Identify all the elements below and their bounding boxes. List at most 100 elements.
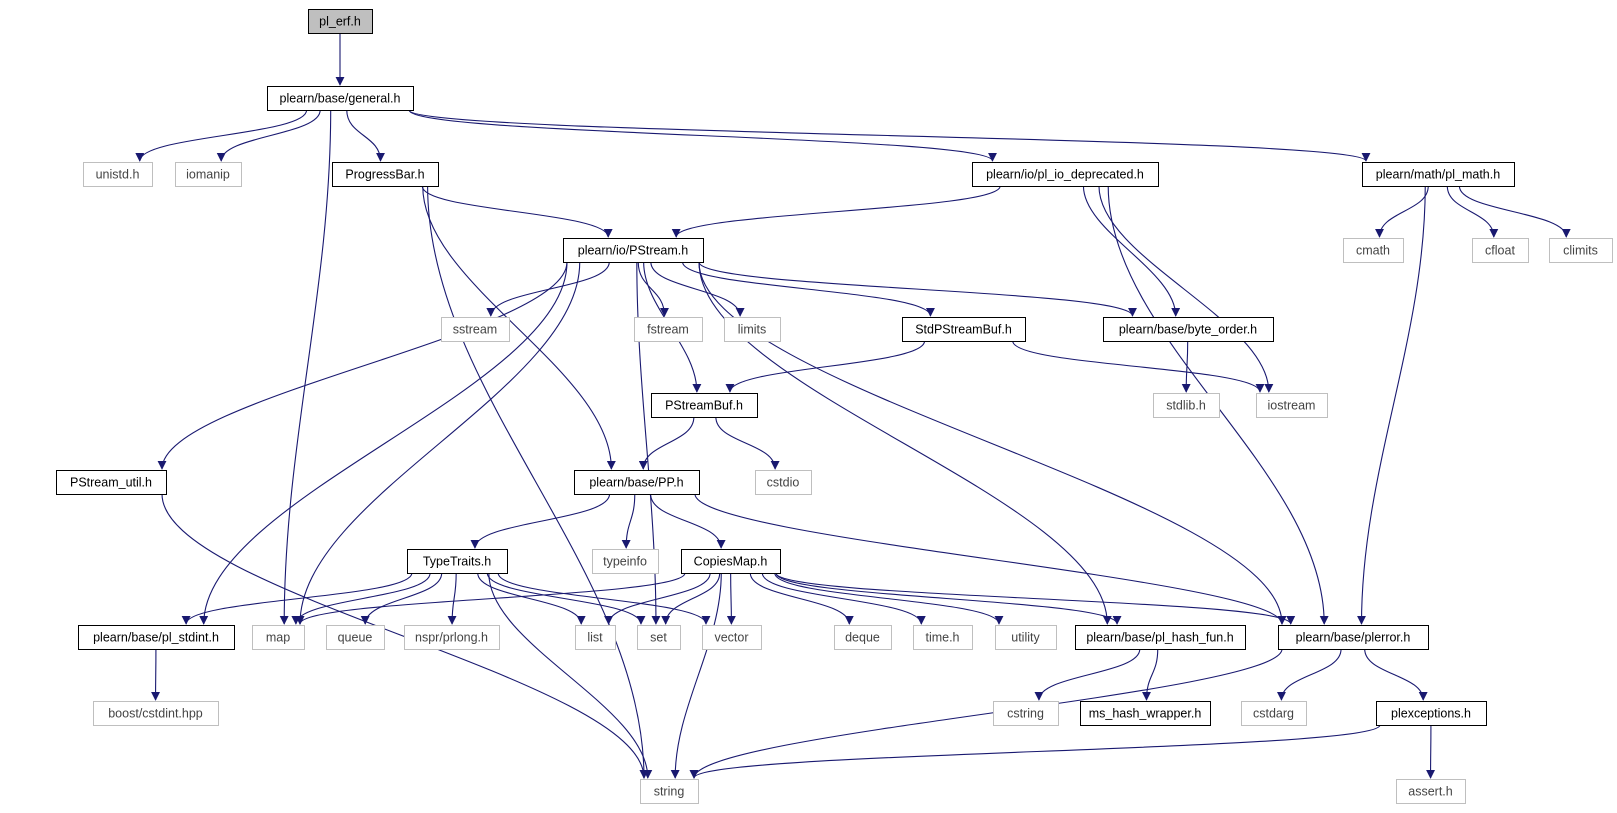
edge-pstream-to-limits	[650, 261, 745, 317]
node-label-set: set	[650, 631, 667, 645]
node-label-deque: deque	[845, 631, 880, 645]
node-label-pl_math: plearn/math/pl_math.h	[1376, 168, 1500, 182]
edge-pl_math-to-climits	[1458, 185, 1571, 238]
edge-general-to-map	[279, 109, 332, 625]
node-box-pstream	[563, 238, 704, 263]
node-label-typetraits: TypeTraits.h	[423, 555, 491, 569]
node-queue: queue	[326, 625, 385, 650]
edge-pstream-to-pl_hash_fun	[698, 261, 1112, 625]
node-box-pl_hash_fun	[1075, 625, 1246, 650]
node-label-plerror: plearn/base/plerror.h	[1296, 631, 1411, 645]
node-box-deque	[834, 625, 892, 650]
node-general[interactable]: plearn/base/general.h	[267, 86, 414, 111]
edge-pl_math-to-plerror	[1357, 185, 1426, 625]
node-label-stdlib: stdlib.h	[1166, 399, 1206, 413]
node-label-pstream: plearn/io/PStream.h	[578, 244, 689, 258]
edge-pstream-to-byte_order	[698, 261, 1137, 317]
edge-copiesmap-to-utility	[774, 572, 1004, 625]
node-box-pl_io_dep	[972, 162, 1159, 187]
node-box-pl_math	[1362, 162, 1515, 187]
node-fstream: fstream	[634, 317, 703, 342]
node-prlong: nspr/prlong.h	[404, 625, 500, 650]
node-box-list	[575, 625, 616, 650]
node-pl_io_dep[interactable]: plearn/io/pl_io_deprecated.h	[972, 162, 1159, 187]
edge-plerror-to-plexceptions	[1364, 648, 1428, 701]
node-box-climits	[1549, 238, 1613, 263]
node-box-plexceptions	[1376, 701, 1487, 726]
node-box-assert	[1396, 779, 1466, 804]
node-plexceptions[interactable]: plexceptions.h	[1376, 701, 1487, 726]
node-label-pl_io_dep: plearn/io/pl_io_deprecated.h	[986, 168, 1144, 182]
node-label-typeinfo: typeinfo	[603, 555, 647, 569]
node-label-pl_hash_fun: plearn/base/pl_hash_fun.h	[1086, 631, 1233, 645]
edge-copiesmap-to-time	[761, 572, 926, 625]
node-map: map	[252, 625, 305, 650]
node-box-byte_order	[1103, 317, 1274, 342]
edge-copiesmap-to-deque	[749, 572, 854, 625]
edge-typetraits-to-set	[486, 572, 646, 625]
node-progressbar[interactable]: ProgressBar.h	[332, 162, 439, 187]
node-cstdint: boost/cstdint.hpp	[93, 701, 219, 726]
node-box-string	[640, 779, 699, 804]
edge-pstream-to-pl_stdint	[199, 261, 568, 625]
node-label-string: string	[654, 785, 685, 799]
edge-pstream-to-sstream	[486, 261, 610, 317]
edge-typetraits-to-map	[291, 572, 431, 625]
edge-copiesmap-to-list	[604, 572, 711, 625]
edge-general-to-pl_math	[408, 109, 1371, 162]
node-pl_math[interactable]: plearn/math/pl_math.h	[1362, 162, 1515, 187]
node-box-pp	[574, 470, 700, 495]
edge-pl_io_dep-to-pstream	[671, 185, 1001, 238]
node-box-map	[252, 625, 305, 650]
edge-plerror-to-cstdarg	[1276, 648, 1342, 701]
node-plerror[interactable]: plearn/base/plerror.h	[1278, 625, 1429, 650]
node-label-pstreambuf: PStreamBuf.h	[665, 399, 743, 413]
node-box-set	[637, 625, 681, 650]
node-label-progressbar: ProgressBar.h	[345, 168, 424, 182]
edge-pp-to-plerror	[694, 493, 1287, 625]
edge-typetraits-to-queue	[360, 572, 443, 625]
edge-copiesmap-to-map	[295, 572, 686, 625]
edge-progressbar-to-pp	[422, 185, 616, 470]
node-pl_stdint[interactable]: plearn/base/pl_stdint.h	[78, 625, 235, 650]
node-copiesmap[interactable]: CopiesMap.h	[681, 549, 781, 574]
node-label-pp: plearn/base/PP.h	[589, 476, 683, 490]
edge-general-to-pl_io_dep	[408, 109, 997, 162]
node-label-fstream: fstream	[647, 323, 689, 337]
node-cstdio: cstdio	[755, 470, 812, 495]
node-climits: climits	[1549, 238, 1613, 263]
node-label-pl_stdint: plearn/base/pl_stdint.h	[93, 631, 219, 645]
node-unistd: unistd.h	[83, 162, 153, 187]
node-label-cstdarg: cstdarg	[1253, 707, 1294, 721]
node-pstream_util[interactable]: PStream_util.h	[56, 470, 167, 495]
node-box-ms_hash	[1080, 701, 1211, 726]
node-pstream[interactable]: plearn/io/PStream.h	[563, 238, 704, 263]
node-label-general: plearn/base/general.h	[280, 92, 401, 106]
node-label-iostream: iostream	[1268, 399, 1316, 413]
edge-pl_hash_fun-to-cstring	[1034, 648, 1141, 701]
edge-plerror-to-string	[689, 648, 1283, 779]
edge-typetraits-to-list	[477, 572, 586, 625]
edge-pl_hash_fun-to-ms_hash	[1142, 648, 1159, 701]
node-label-pstream_util: PStream_util.h	[70, 476, 152, 490]
node-cmath: cmath	[1343, 238, 1404, 263]
node-pp[interactable]: plearn/base/PP.h	[574, 470, 700, 495]
edge-typetraits-to-string	[488, 572, 653, 779]
node-label-plexceptions: plexceptions.h	[1391, 707, 1471, 721]
node-box-iomanip	[175, 162, 242, 187]
node-pl_erf[interactable]: pl_erf.h	[308, 9, 373, 34]
node-label-limits: limits	[738, 323, 766, 337]
node-byte_order[interactable]: plearn/base/byte_order.h	[1103, 317, 1274, 342]
edge-copiesmap-to-string	[670, 572, 722, 779]
node-pl_hash_fun[interactable]: plearn/base/pl_hash_fun.h	[1075, 625, 1246, 650]
node-stdlib: stdlib.h	[1153, 393, 1220, 418]
node-ms_hash[interactable]: ms_hash_wrapper.h	[1080, 701, 1211, 726]
edge-pstreambuf-to-cstdio	[715, 416, 780, 470]
edge-copiesmap-to-set	[661, 572, 721, 625]
node-stdpstreambuf[interactable]: StdPStreamBuf.h	[902, 317, 1026, 342]
node-pstreambuf[interactable]: PStreamBuf.h	[651, 393, 758, 418]
node-typetraits[interactable]: TypeTraits.h	[407, 549, 508, 574]
edge-general-to-unistd	[135, 109, 308, 162]
node-label-time: time.h	[925, 631, 959, 645]
edge-copiesmap-to-plerror	[775, 572, 1296, 625]
